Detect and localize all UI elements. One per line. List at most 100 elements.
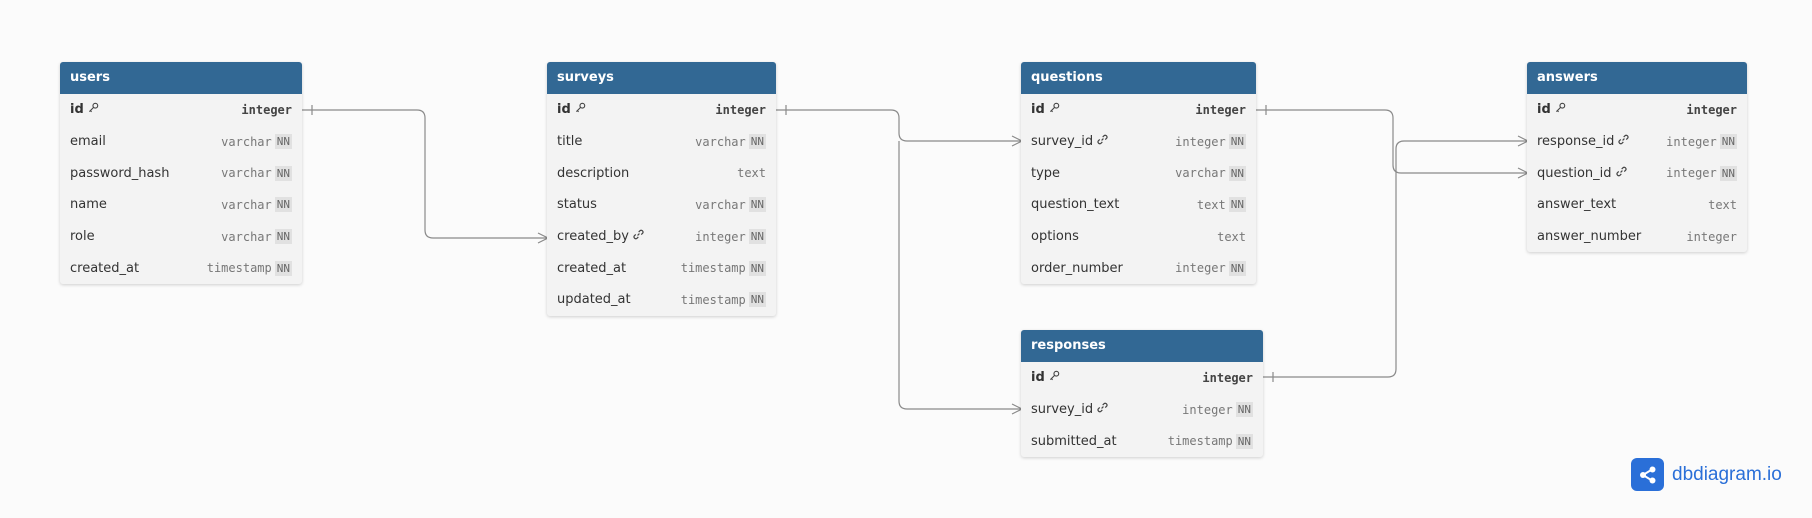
field-type-cell: text: [1708, 198, 1737, 212]
field-type: integer: [1666, 166, 1717, 181]
not-null-badge: NN: [274, 260, 292, 276]
field-name-cell: survey_id: [1031, 402, 1108, 417]
field-type: integer: [1175, 134, 1226, 149]
field-name: id: [1031, 370, 1045, 386]
not-null-badge: NN: [274, 165, 292, 181]
table-header[interactable]: users: [60, 62, 302, 94]
relation-users-surveys[interactable]: [302, 105, 550, 244]
field-name-cell: id: [70, 102, 99, 117]
key-icon: [1555, 102, 1566, 117]
table-header[interactable]: answers: [1527, 62, 1747, 94]
link-icon: [1615, 166, 1627, 181]
field-type: varchar: [221, 197, 272, 212]
not-null-badge: NN: [748, 197, 766, 213]
not-null-badge: NN: [1228, 197, 1246, 213]
field-name: password_hash: [70, 165, 170, 181]
not-null-badge: NN: [748, 260, 766, 276]
not-null-badge: NN: [1228, 260, 1246, 276]
field-name-cell: id: [1031, 370, 1060, 385]
field-type: text: [737, 166, 766, 181]
relation-surveys-responses[interactable]: [898, 141, 1024, 415]
field-name: created_at: [557, 260, 627, 276]
not-null-badge: NN: [274, 134, 292, 150]
link-icon: [633, 229, 644, 244]
field-type-cell: integer: [241, 103, 292, 117]
field-name-cell: id: [1031, 102, 1060, 117]
field-name: name: [70, 197, 107, 213]
relation-surveys-questions[interactable]: [776, 105, 1024, 147]
link-icon: [1618, 134, 1629, 149]
field-type: integer: [1175, 261, 1226, 276]
field-name-cell: order_number: [1031, 261, 1123, 276]
not-null-badge: NN: [1719, 134, 1737, 150]
field-name-cell: type: [1031, 166, 1060, 181]
not-null-badge: NN: [748, 229, 766, 245]
field-type-cell: integer: [1195, 103, 1246, 117]
field-row[interactable]: answer_number integer: [1527, 221, 1747, 253]
field-name: email: [70, 134, 106, 150]
table-header[interactable]: questions: [1021, 62, 1256, 94]
field-name: created_by: [557, 229, 629, 245]
field-name: survey_id: [1031, 402, 1094, 418]
field-type: integer: [1202, 370, 1253, 385]
field-name-cell: answer_number: [1537, 229, 1641, 244]
table-header[interactable]: responses: [1021, 330, 1263, 362]
field-row[interactable]: id integer: [1021, 362, 1263, 394]
field-row[interactable]: id integer: [1021, 94, 1256, 126]
field-type: integer: [1666, 134, 1717, 149]
field-row[interactable]: id integer: [60, 94, 302, 126]
not-null-badge: NN: [274, 197, 292, 213]
field-type-cell: integer: [715, 103, 766, 117]
field-name-cell: question_text: [1031, 197, 1119, 212]
field-name: question_text: [1031, 197, 1120, 213]
key-icon: [88, 102, 99, 117]
link-icon: [1097, 134, 1108, 149]
field-name: status: [557, 197, 597, 213]
field-type: varchar: [695, 134, 746, 149]
field-name-cell: id: [1537, 102, 1566, 117]
brand-watermark[interactable]: dbdiagram.io: [1631, 458, 1782, 491]
field-name: type: [1031, 165, 1061, 181]
field-type: text: [1708, 197, 1737, 212]
field-type: integer: [1686, 229, 1737, 244]
table-header[interactable]: surveys: [547, 62, 776, 94]
not-null-badge: NN: [1719, 165, 1737, 181]
not-null-badge: NN: [1235, 433, 1253, 449]
